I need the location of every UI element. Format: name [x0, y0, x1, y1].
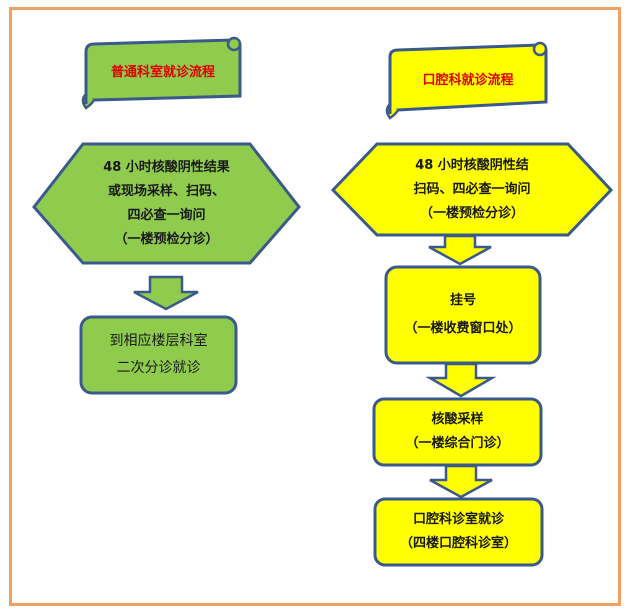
right-step1-line-2: （一楼收费窗口处）: [404, 321, 522, 336]
right-hexagon-label: 48 小时核酸阴性结 扫码、四必查一询问 （一楼预检分诊）: [365, 148, 579, 232]
right-banner-title: 口腔科就诊流程: [392, 56, 544, 106]
right-step1-label: 挂号 （一楼收费窗口处）: [386, 267, 540, 363]
right-step2-line-1: 核酸采样: [431, 412, 484, 427]
left-banner-text: 普通科室就诊流程: [110, 65, 215, 80]
right-step3-line-1: 口腔科诊室就诊: [412, 512, 504, 527]
left-hexagon-line-4: （一楼预检分诊）: [114, 232, 219, 247]
left-banner-scroll: [81, 36, 242, 110]
right-hexagon-shape: [330, 142, 614, 237]
right-down-arrow-2: [425, 362, 497, 398]
left-hexagon-line-2: 或现场采样、扫码、: [107, 184, 225, 199]
right-hexagon-line-2: 扫码、四必查一询问: [413, 182, 531, 197]
right-step3-label: 口腔科诊室就诊 （四楼口腔科诊室）: [375, 499, 542, 565]
left-hexagon-label: 48 小时核酸阴性结果 或现场采样、扫码、 四必查一询问 （一楼预检分诊）: [70, 148, 263, 260]
right-hexagon-line-3: （一楼预检分诊）: [419, 206, 524, 221]
right-step1-line-1: 挂号: [449, 293, 476, 308]
right-banner-scroll: [385, 41, 548, 120]
right-banner-text: 口腔科就诊流程: [422, 73, 514, 88]
left-hexagon-shape: [32, 142, 301, 265]
right-down-arrow-3: [429, 464, 493, 499]
left-hexagon-line-1: 48 小时核酸阴性结果: [103, 160, 230, 175]
left-box-line-2: 二次分诊就诊: [116, 360, 201, 376]
right-step3-line-2: （四楼口腔科诊室）: [399, 536, 517, 551]
right-down-arrow-1: [428, 234, 492, 266]
right-hexagon-line-1: 48 小时核酸阴性结: [415, 158, 529, 173]
right-step2-line-2: （一楼综合门诊）: [405, 436, 510, 451]
left-box-label: 到相应楼层科室 二次分诊就诊: [81, 317, 236, 393]
left-box-line-1: 到相应楼层科室: [109, 333, 208, 349]
left-hexagon-line-3: 四必查一询问: [127, 208, 206, 223]
right-step3-shape: [373, 497, 544, 567]
left-down-arrow: [133, 275, 199, 311]
right-step2-label: 核酸采样 （一楼综合门诊）: [374, 399, 541, 465]
left-banner-title: 普通科室就诊流程: [88, 50, 238, 96]
left-box-shape: [79, 315, 238, 395]
